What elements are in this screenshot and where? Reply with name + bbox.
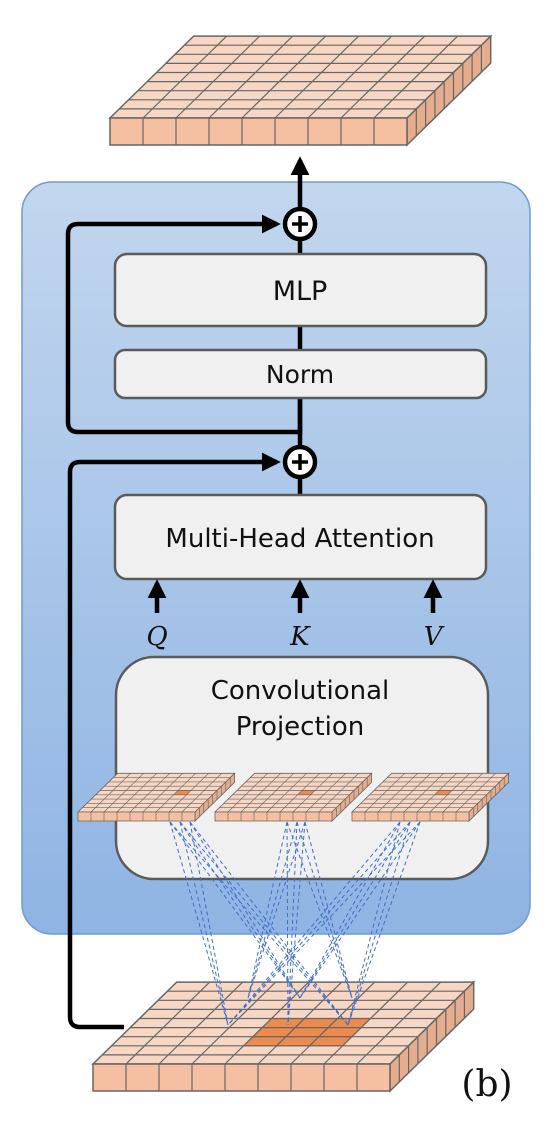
q-label: Q [146,622,167,652]
add-node-top [282,206,318,242]
add-node-bottom [282,444,318,480]
panel-label: (b) [461,1064,512,1105]
query-token-grid [77,772,236,822]
mlp-label: MLP [273,276,328,307]
input-token-grid [91,980,476,1093]
value-token-grid [351,772,510,822]
key-token-grid [214,772,373,822]
convolutional-projection-block [114,655,490,881]
v-label: V [424,622,445,652]
output-token-grid [108,34,493,147]
norm-block [113,348,488,400]
multi-head-attention-block [113,493,488,581]
norm-label: Norm [266,360,334,389]
conv-projection-label-line2: Projection [236,712,365,742]
k-label: K [289,622,311,652]
attention-label: Multi-Head Attention [165,524,434,554]
mlp-block [113,252,488,328]
residual-connection-mlp [65,214,303,435]
conv-projection-label-line1: Convolutional [211,676,390,706]
convolution-projection-lines [169,821,421,1026]
residual-connection-attention [67,452,281,1030]
